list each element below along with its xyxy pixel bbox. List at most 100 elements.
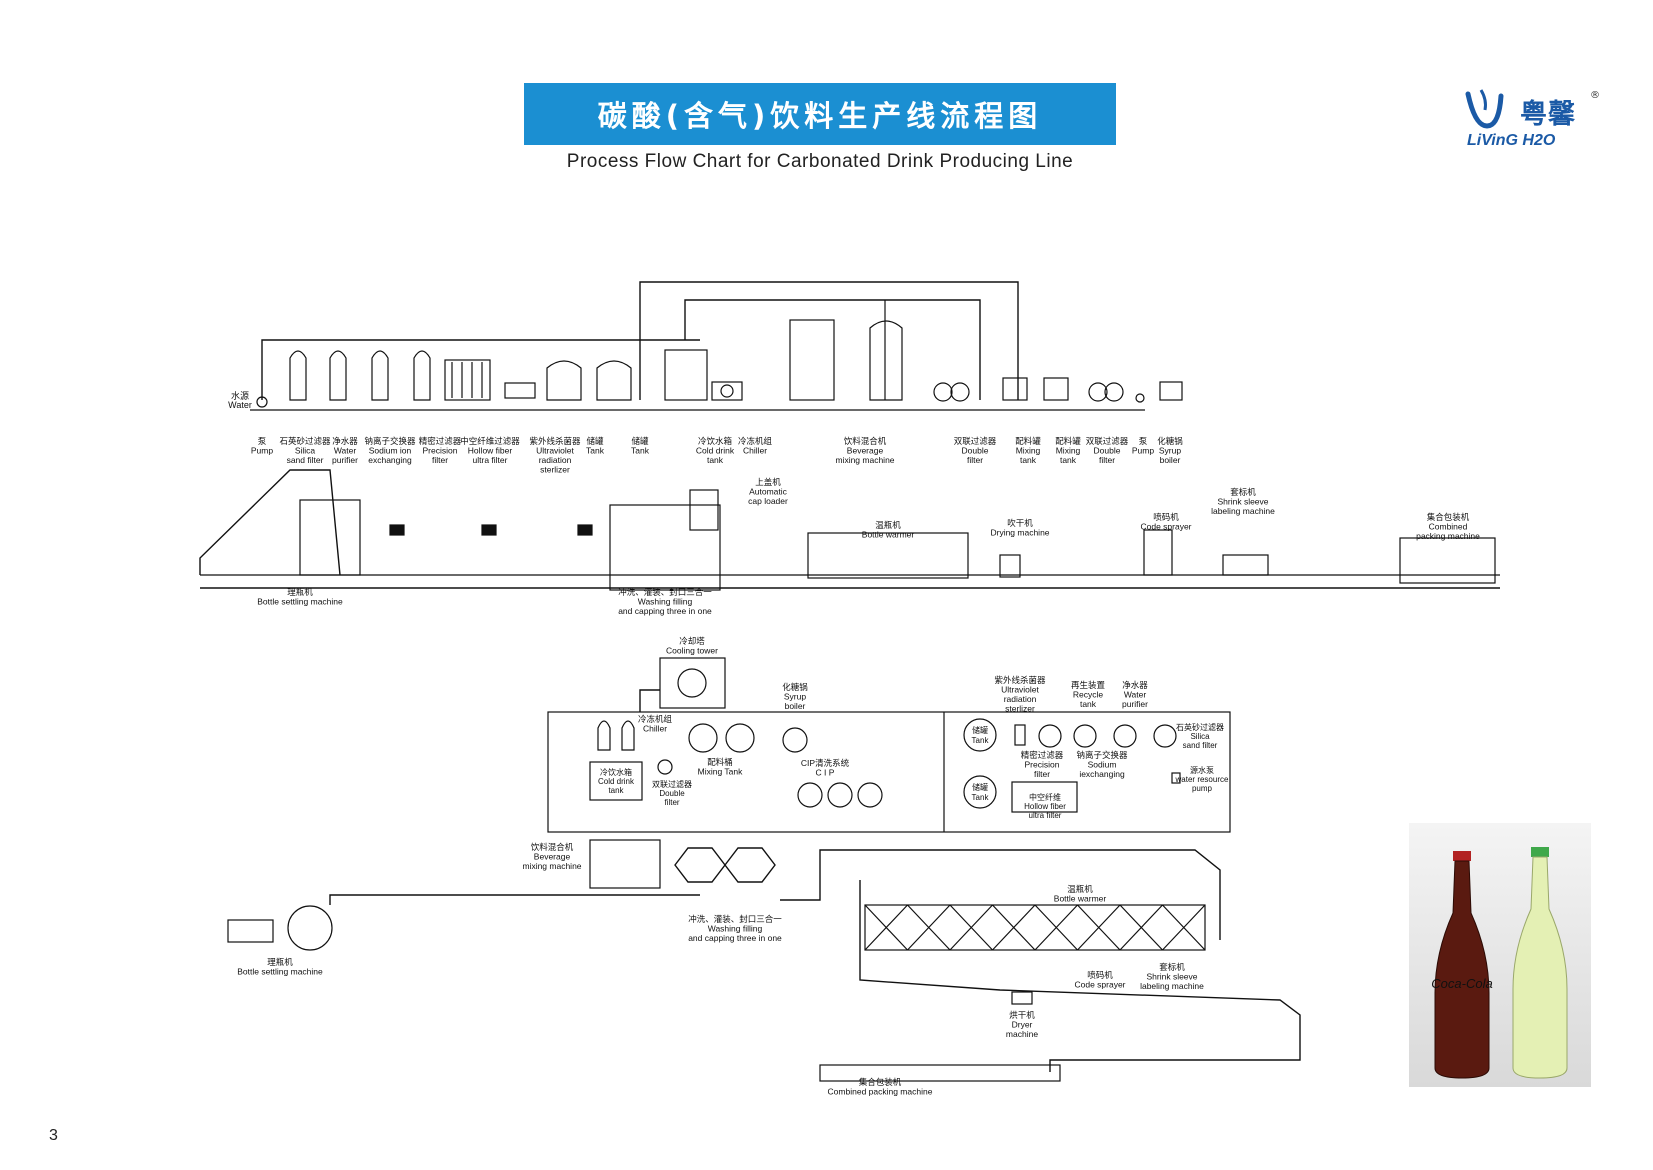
cap-loader-icon: [689, 489, 719, 531]
equipment-label: Double: [659, 789, 685, 798]
equipment-label: 紫外线杀菌器: [994, 675, 1046, 685]
equipment-label: 配料罐: [1055, 436, 1081, 446]
mixing-tank-icon: [688, 723, 718, 753]
equipment-label: Mixing Tank: [698, 767, 743, 777]
equipment-label: exchanging: [368, 455, 412, 465]
equipment-label: filter: [664, 798, 679, 807]
equipment-label: boiler: [785, 701, 806, 711]
hollow-fiber-filter-icon: [444, 359, 491, 401]
tank-icon: [963, 775, 997, 809]
equipment-label: Pump: [1132, 446, 1154, 456]
equipment-label: 烘干机: [1009, 1010, 1035, 1020]
equipment-label: 理瓶机: [267, 957, 293, 967]
equipment-label: tank: [707, 455, 724, 465]
warmer-cross: [864, 904, 908, 951]
bottle-settling-machine-icon: [227, 919, 274, 943]
double-filter-icon: [657, 759, 673, 775]
equipment-label: Beverage: [534, 852, 571, 862]
equipment-label: 冷饮水箱: [698, 436, 733, 446]
conveyor-line: [329, 894, 700, 905]
page-subtitle: Process Flow Chart for Carbonated Drink …: [566, 151, 1074, 172]
equipment-label: 冷饮水箱: [600, 767, 632, 777]
equipment-room: [547, 711, 1231, 833]
chiller-tank-icon: [621, 720, 635, 751]
equipment-label: Hollow fiber: [1024, 802, 1066, 811]
equipment-label: Double: [962, 446, 989, 456]
equipment-label: 中空纤维过滤器: [460, 436, 520, 446]
warmer-cross: [907, 904, 951, 951]
equipment-label: 冷冻机组: [738, 436, 773, 446]
equipment-label: Cold drink: [696, 446, 735, 456]
beverage-mixer-icon: [789, 319, 835, 401]
mixing-tank-icon: [725, 723, 755, 753]
equipment-label: 源水泵: [1190, 765, 1214, 775]
equipment-label: 温瓶机: [875, 520, 901, 530]
double-filter-icon: [950, 382, 970, 402]
bottle-icon: [577, 524, 593, 536]
equipment-label: Beverage: [847, 446, 884, 456]
equipment-label: Ultraviolet: [536, 446, 574, 456]
equipment-label: 饮料混合机: [531, 842, 574, 852]
equipment-label: 净水器: [332, 436, 358, 446]
equipment-label: Mixing: [1016, 446, 1041, 456]
equipment-label: Washing filling: [638, 597, 693, 607]
packing-machine-icon: [819, 1064, 1061, 1082]
tank-label: 储罐: [972, 725, 988, 735]
equipment-label: 化糖锅: [782, 682, 808, 692]
equipment-label: labeling machine: [1140, 981, 1204, 991]
warmer-cross: [949, 904, 993, 951]
cooling-pipe: [639, 689, 660, 712]
bottle-settler-ramp: [199, 469, 341, 576]
equipment-label: Combined packing machine: [828, 1087, 933, 1097]
equipment-label: Precision: [1025, 760, 1060, 770]
conveyor-line: [780, 849, 1221, 940]
equipment-label: 集合包装机: [859, 1077, 902, 1087]
equipment-label: radiation: [539, 455, 572, 465]
cip-tank-icon: [797, 782, 823, 808]
chiller-fan-icon: [720, 384, 734, 398]
equipment-label: 双联过滤器: [954, 436, 997, 446]
equipment-label: Automatic: [749, 487, 788, 497]
equipment-label: Sodium: [1088, 760, 1117, 770]
equipment-label: packing machine: [1416, 531, 1480, 541]
equipment-label: Bottle warmer: [862, 530, 915, 540]
equipment-label: tank: [1080, 699, 1097, 709]
soda-cap-icon: [1531, 847, 1549, 857]
equipment-label: 套标机: [1159, 962, 1185, 972]
cooling-tower-icon: [659, 657, 726, 709]
water-source-label: 水源: [231, 390, 249, 401]
conveyor-line: [859, 880, 1301, 1072]
equipment-label: Washing filling: [708, 924, 763, 934]
equipment-label: sand filter: [287, 455, 324, 465]
equipment-label: 储罐: [631, 436, 649, 446]
bottle-photo: Coca-Cola: [1409, 823, 1591, 1087]
pump-icon: [1135, 393, 1145, 403]
equipment-label: 石英砂过滤器: [1176, 722, 1224, 732]
filter-tank-icon: [371, 350, 389, 401]
code-sprayer-icon: [1143, 529, 1173, 576]
filter-vessel-icon: [1153, 724, 1177, 748]
equipment-label: 套标机: [1230, 487, 1256, 497]
equipment-label: Shrink sleeve: [1217, 497, 1268, 507]
cold-drink-tank-icon: [664, 349, 708, 401]
equipment-label: Double: [1094, 446, 1121, 456]
equipment-label: CIP清洗系统: [801, 758, 850, 768]
tank-icon: [963, 718, 997, 752]
equipment-label: Ultraviolet: [1001, 685, 1039, 695]
equipment-label: Silica: [1190, 732, 1210, 741]
equipment-label: 双联过滤器: [652, 779, 692, 789]
equipment-label: 配料桶: [707, 757, 733, 767]
top-pipe-loop: [639, 281, 1019, 400]
equipment-label: 再生装置: [1071, 680, 1106, 690]
storage-tank-icon: [596, 360, 632, 401]
bottle-icon: [481, 524, 497, 536]
water-supply-pipe: [261, 339, 700, 400]
equipment-label: Dryer: [1012, 1020, 1033, 1030]
syrup-boiler-icon: [1159, 381, 1183, 401]
equipment-label: ultra filter: [473, 455, 508, 465]
equipment-label: 精密过滤器: [1021, 750, 1064, 760]
filter-vessel-icon: [1038, 724, 1062, 748]
warmer-cross: [1162, 904, 1206, 951]
filler-octagon-icon: [674, 847, 726, 883]
